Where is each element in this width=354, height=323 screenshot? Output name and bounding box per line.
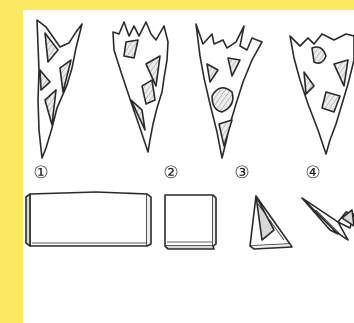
step-number-4: ④	[303, 163, 323, 183]
cut-pattern-2	[113, 22, 168, 152]
cut-pattern-1	[37, 20, 82, 158]
cut-pattern-3	[196, 24, 262, 158]
fold-step-1	[26, 192, 151, 246]
step-number-2: ②	[161, 163, 181, 183]
fold-step-3	[250, 196, 292, 249]
fold-step-4	[302, 198, 354, 240]
cut-pattern-4	[290, 34, 354, 154]
step-number-1: ①	[31, 163, 51, 183]
fold-step-2	[165, 195, 216, 249]
step-number-3: ③	[232, 163, 252, 183]
